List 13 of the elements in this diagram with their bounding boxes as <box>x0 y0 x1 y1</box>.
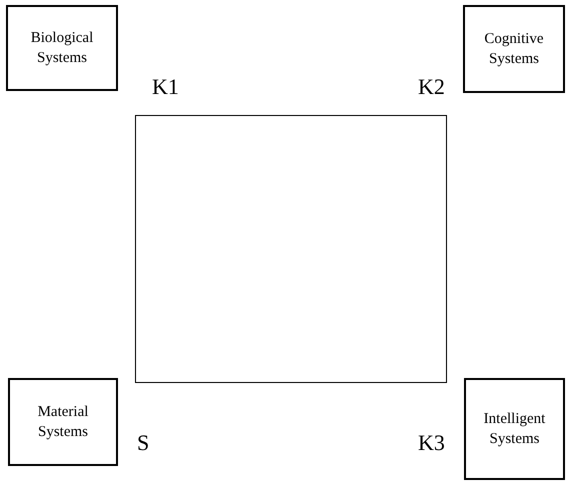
system-label: Intelligent Systems <box>482 410 546 449</box>
corner-label: K3 <box>418 430 445 456</box>
system-label: Material Systems <box>36 403 90 442</box>
corner-label: S <box>137 430 150 456</box>
central-square <box>135 115 447 383</box>
system-box <box>464 378 565 480</box>
corner-label: K1 <box>152 74 179 100</box>
system-box <box>463 5 565 93</box>
system-box <box>6 5 118 91</box>
system-label: Cognitive Systems <box>483 30 545 69</box>
corner-label: K2 <box>418 74 445 100</box>
system-box <box>8 378 118 466</box>
system-label: Biological Systems <box>30 29 94 68</box>
